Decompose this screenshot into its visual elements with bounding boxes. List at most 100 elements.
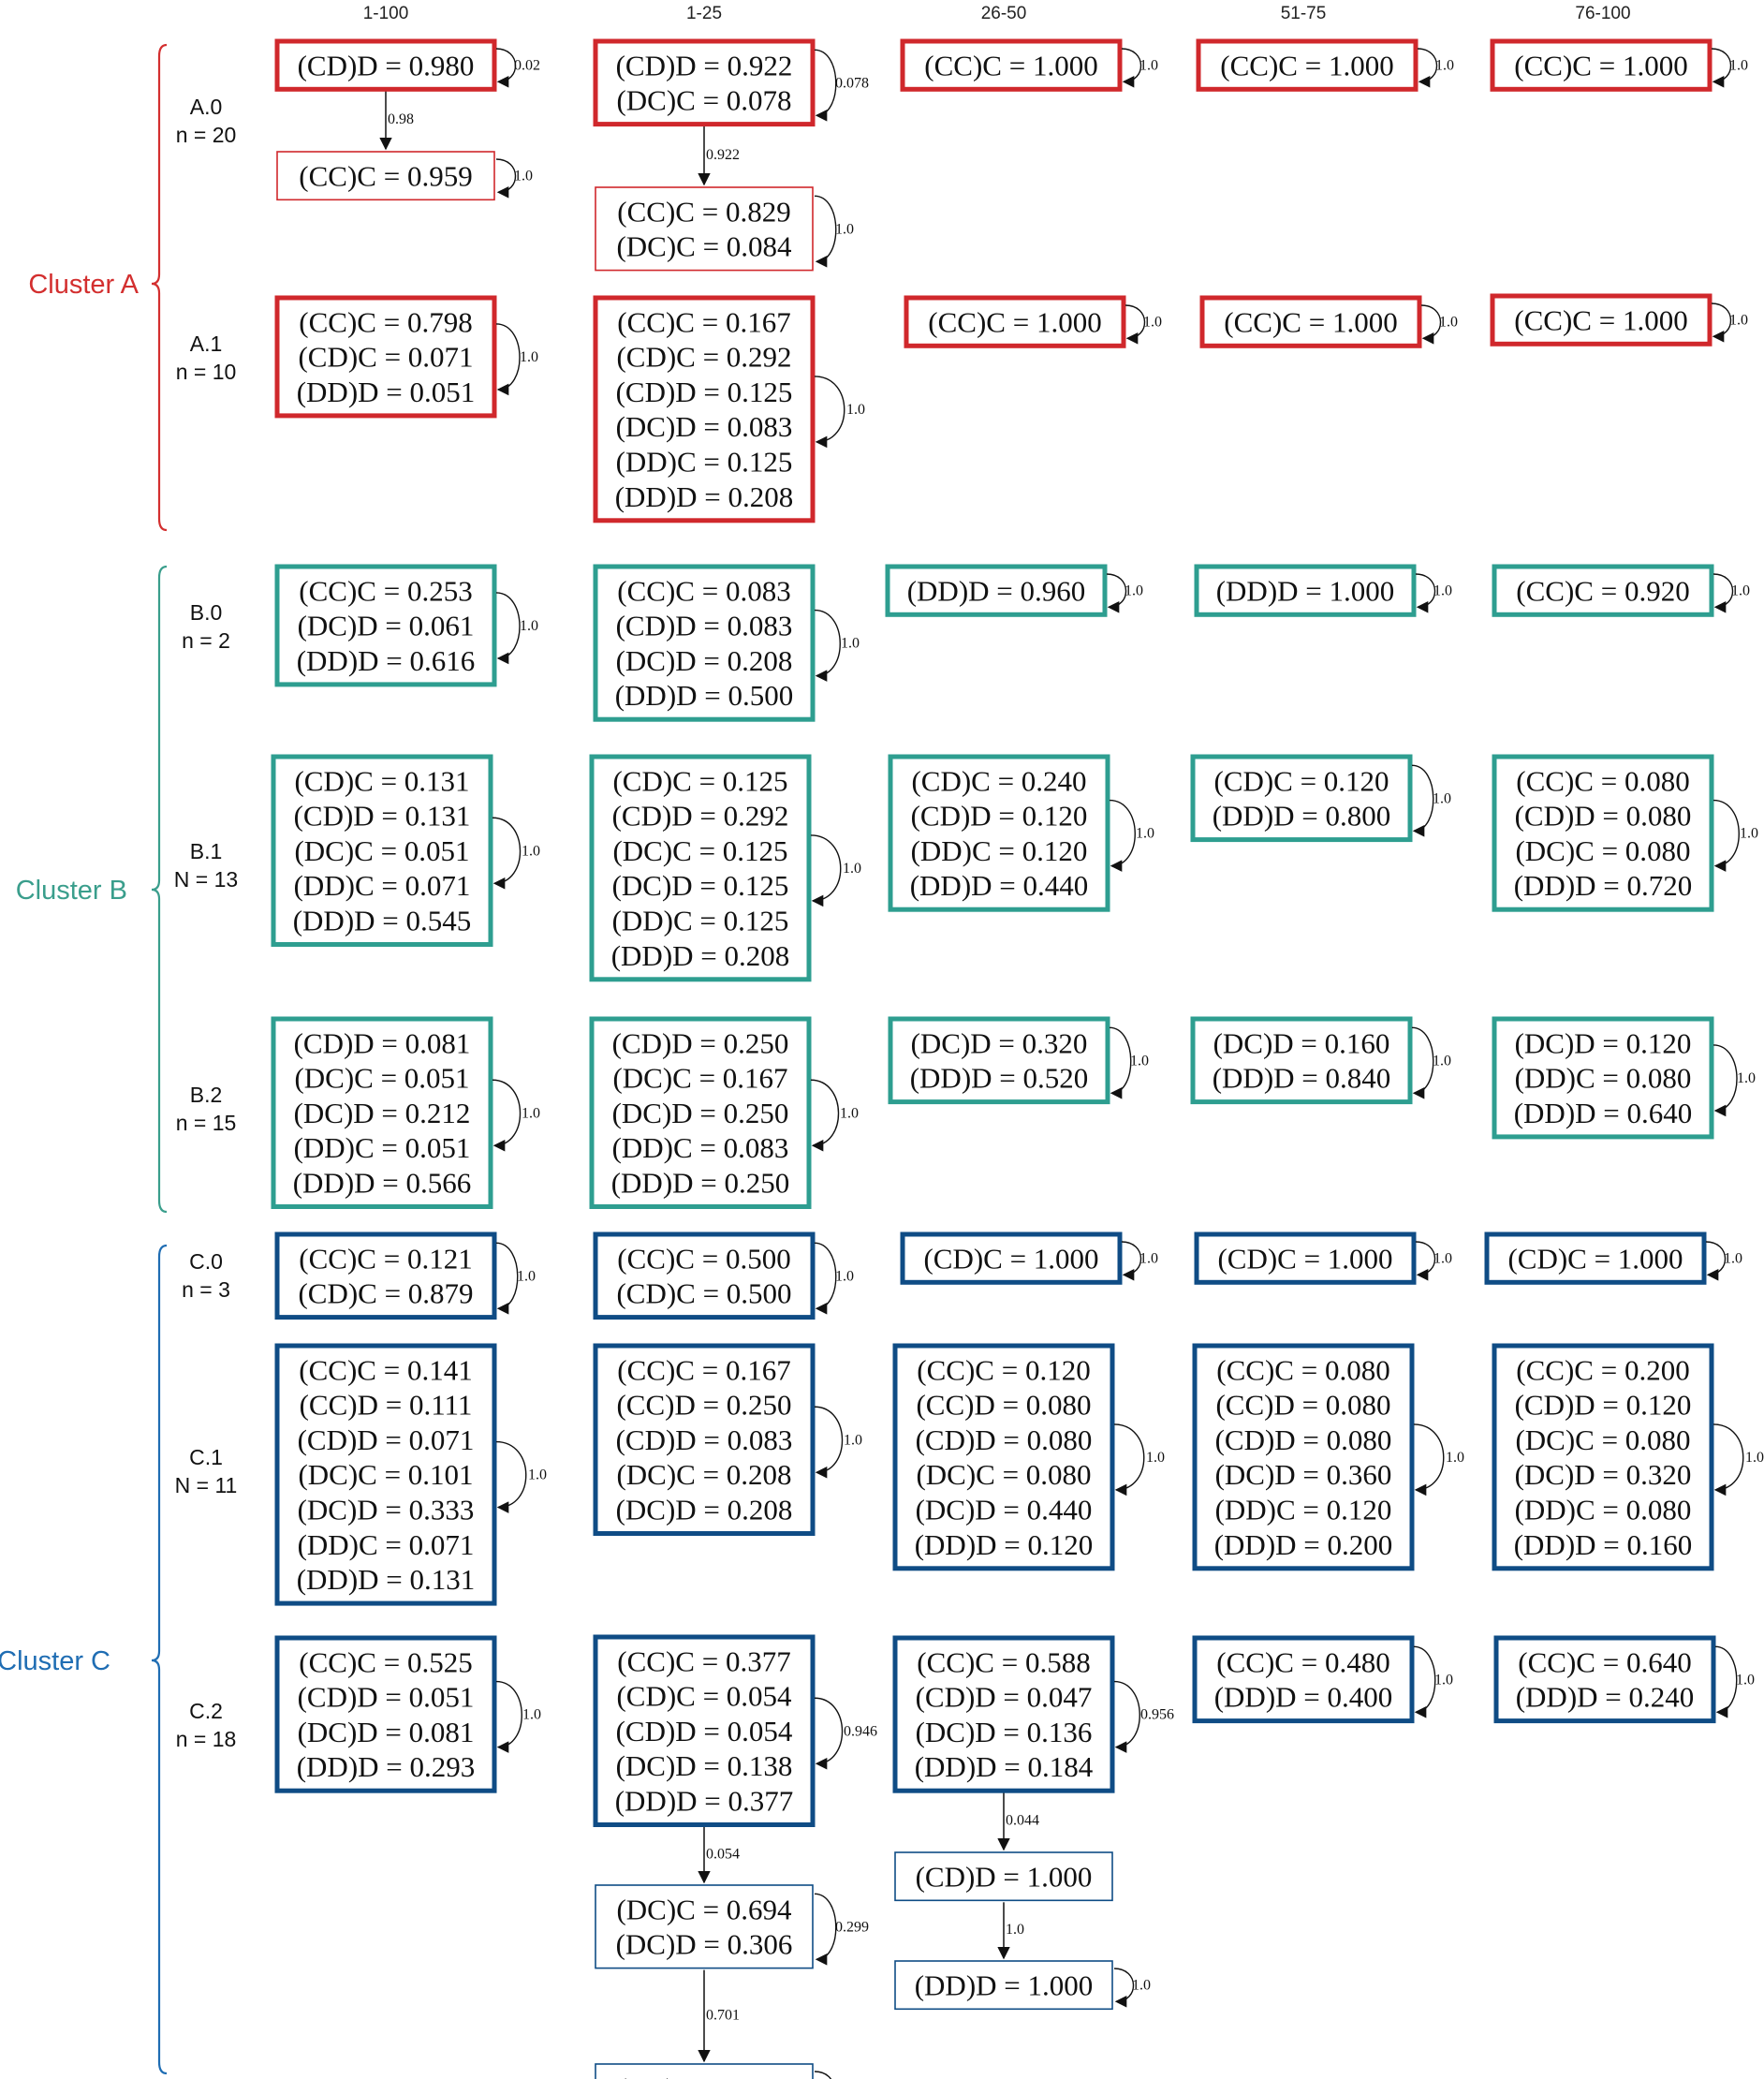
state-line: (DD)D = 0.400 [1214, 1681, 1393, 1714]
self-loop-arrow [1713, 1423, 1744, 1497]
state-line: (DC)C = 0.080 [1515, 1423, 1690, 1456]
column-header: 51-75 [1281, 4, 1327, 23]
self-loop-arrow [814, 49, 837, 122]
state-line: (CD)C = 1.000 [1507, 1242, 1683, 1275]
state-line: (CC)D = 0.080 [1215, 1389, 1390, 1422]
self-loop-label: 0.956 [1140, 1707, 1174, 1723]
state-line: (DD)D = 0.250 [611, 1167, 790, 1200]
state-line: (DC)D = 0.081 [298, 1716, 475, 1748]
state-node: (CC)C = 0.253(DC)D = 0.061(DD)D = 0.6161… [274, 564, 538, 687]
self-loop-label: 1.0 [846, 402, 865, 418]
self-loop-arrow [1713, 1044, 1738, 1117]
transition-label: 0.98 [388, 111, 414, 127]
state-line: (CC)C = 0.920 [1516, 574, 1689, 607]
self-loop-label: 1.0 [1433, 1251, 1452, 1267]
state-line: (CC)C = 1.000 [924, 49, 1097, 81]
state-node-box [595, 2063, 814, 2079]
state-line: (CD)D = 0.083 [616, 610, 793, 642]
column-header: 1-25 [686, 4, 722, 23]
state-line: (CD)D = 0.120 [911, 800, 1088, 833]
self-loop-arrow [495, 1680, 522, 1753]
self-loop-label: 1.0 [1729, 313, 1748, 329]
state-node: (CC)C = 0.167(CD)C = 0.292(CD)D = 0.125(… [593, 295, 865, 523]
self-loop-arrow [492, 1079, 522, 1152]
self-loop-arrow [1121, 1241, 1142, 1281]
column-header: 1-100 [363, 4, 409, 23]
self-loop-arrow [492, 817, 522, 890]
row-count: n = 18 [176, 1727, 237, 1751]
self-loop-label: 0.946 [844, 1723, 877, 1739]
state-line: (CC)C = 0.829 [617, 195, 790, 228]
state-node: (DC)D = 0.120(DD)C = 0.080(DD)D = 0.6401… [1492, 1016, 1756, 1140]
row-name: A.1 [190, 332, 223, 356]
self-loop-arrow [810, 834, 842, 907]
state-line: (DD)D = 1.000 [1216, 574, 1395, 607]
self-loop-label: 1.0 [1139, 1251, 1158, 1267]
state-node: (CD)D = 1.000 [894, 1851, 1113, 1902]
state-node: (CD)C = 0.131(CD)D = 0.131(DC)C = 0.051(… [271, 754, 540, 947]
state-node-box [1492, 564, 1714, 617]
state-line: (DD)C = 0.051 [294, 1131, 471, 1164]
state-node: (CC)C = 0.525(CD)D = 0.051(DC)D = 0.081(… [274, 1635, 541, 1793]
self-loop-arrow [814, 1697, 844, 1770]
state-line: (DD)C = 0.071 [298, 1528, 475, 1561]
self-loop-label: 0.02 [514, 58, 540, 74]
self-loop-label: 1.0 [1740, 826, 1758, 842]
column-header: 76-100 [1575, 4, 1630, 23]
row-count: N = 11 [175, 1473, 238, 1497]
state-node-box [271, 1016, 493, 1209]
state-line: (CD)C = 0.054 [616, 1680, 792, 1713]
state-line: (DD)C = 0.083 [612, 1131, 789, 1164]
self-loop-arrow [1106, 573, 1127, 613]
self-loop-label: 1.0 [1125, 583, 1143, 599]
self-loop-arrow [1711, 48, 1732, 88]
state-line: (DC)D = 0.440 [916, 1494, 1093, 1526]
state-line: (CD)D = 0.125 [616, 376, 793, 408]
self-loop-arrow [1705, 1241, 1727, 1281]
state-node-box [1194, 1231, 1417, 1285]
self-loop-arrow [495, 1440, 527, 1513]
state-line: (DD)C = 0.120 [1215, 1494, 1392, 1526]
row-name: C.2 [189, 1699, 223, 1723]
self-loop-label: 1.0 [844, 1432, 862, 1448]
self-loop-arrow [495, 1242, 519, 1315]
state-line: (DD)D = 1.000 [915, 1968, 1094, 2001]
state-line: (DD)D = 0.720 [1514, 869, 1693, 902]
self-loop-arrow [1109, 1026, 1132, 1099]
self-loop-label: 1.0 [528, 1467, 547, 1483]
cluster-bracket [151, 565, 168, 1214]
state-line: (DD)C = 0.120 [911, 834, 1088, 867]
state-line: (DD)C = 0.125 [612, 905, 789, 937]
state-line: (CC)C = 0.120 [917, 1353, 1090, 1386]
state-node-box [894, 1960, 1113, 2011]
state-node: (CC)C = 0.588(CD)D = 0.047(DC)D = 0.136(… [892, 1635, 1174, 1793]
self-loop-arrow [810, 1079, 840, 1152]
state-node: (CD)D = 0.081(DC)C = 0.051(DC)D = 0.212(… [271, 1016, 540, 1209]
state-node: (CC)C = 0.120(CC)D = 0.080(CD)D = 0.080(… [892, 1343, 1165, 1571]
state-node: (CC)C = 0.200(CD)D = 0.120(DC)C = 0.080(… [1492, 1343, 1764, 1571]
row-count: n = 10 [176, 360, 237, 384]
state-line: (DC)C = 0.694 [616, 1893, 792, 1925]
self-loop-label: 1.0 [841, 636, 860, 652]
state-node-box [274, 295, 497, 419]
self-loop-label: 1.0 [835, 221, 854, 237]
state-node-box [595, 186, 814, 272]
row-name: C.0 [189, 1249, 223, 1274]
state-node-box [1490, 293, 1713, 346]
self-loop-arrow [1415, 1241, 1436, 1281]
state-line: (DC)C = 0.167 [612, 1062, 787, 1095]
self-loop-label: 1.0 [835, 1268, 854, 1284]
state-line: (CC)C = 0.525 [299, 1645, 472, 1678]
self-loop-label: 1.0 [1439, 315, 1458, 331]
self-loop-label: 1.0 [1136, 826, 1154, 842]
row-count: n = 3 [182, 1277, 230, 1302]
state-line: (CD)C = 0.240 [911, 764, 1086, 797]
state-line: (DC)D = 0.333 [298, 1494, 475, 1526]
state-line: (DD)D = 0.800 [1213, 800, 1391, 833]
